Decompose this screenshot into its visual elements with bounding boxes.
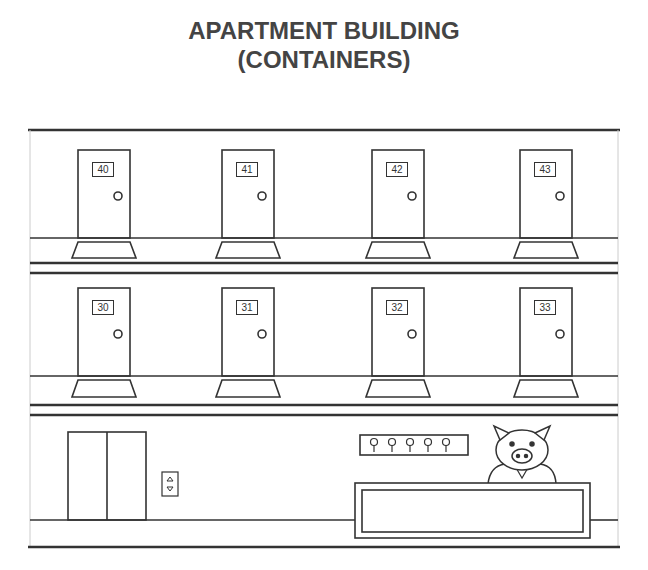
door-number-plate: 30	[92, 300, 114, 315]
door-number-plate: 33	[534, 300, 556, 315]
diagram-title: APARTMENT BUILDING (CONTAINERS)	[149, 16, 499, 74]
door-number: 40	[97, 164, 108, 175]
door-number-plate: 42	[386, 162, 408, 177]
door-number: 43	[539, 164, 550, 175]
door-number-plate: 32	[386, 300, 408, 315]
door-number: 41	[241, 164, 252, 175]
door-number: 33	[539, 302, 550, 313]
door-number: 30	[97, 302, 108, 313]
door-number-plate: 43	[534, 162, 556, 177]
door-number: 42	[391, 164, 402, 175]
door-number-plate: 40	[92, 162, 114, 177]
door-number: 32	[391, 302, 402, 313]
door-number: 31	[241, 302, 252, 313]
door-number-plate: 41	[236, 162, 258, 177]
door-number-plate: 31	[236, 300, 258, 315]
